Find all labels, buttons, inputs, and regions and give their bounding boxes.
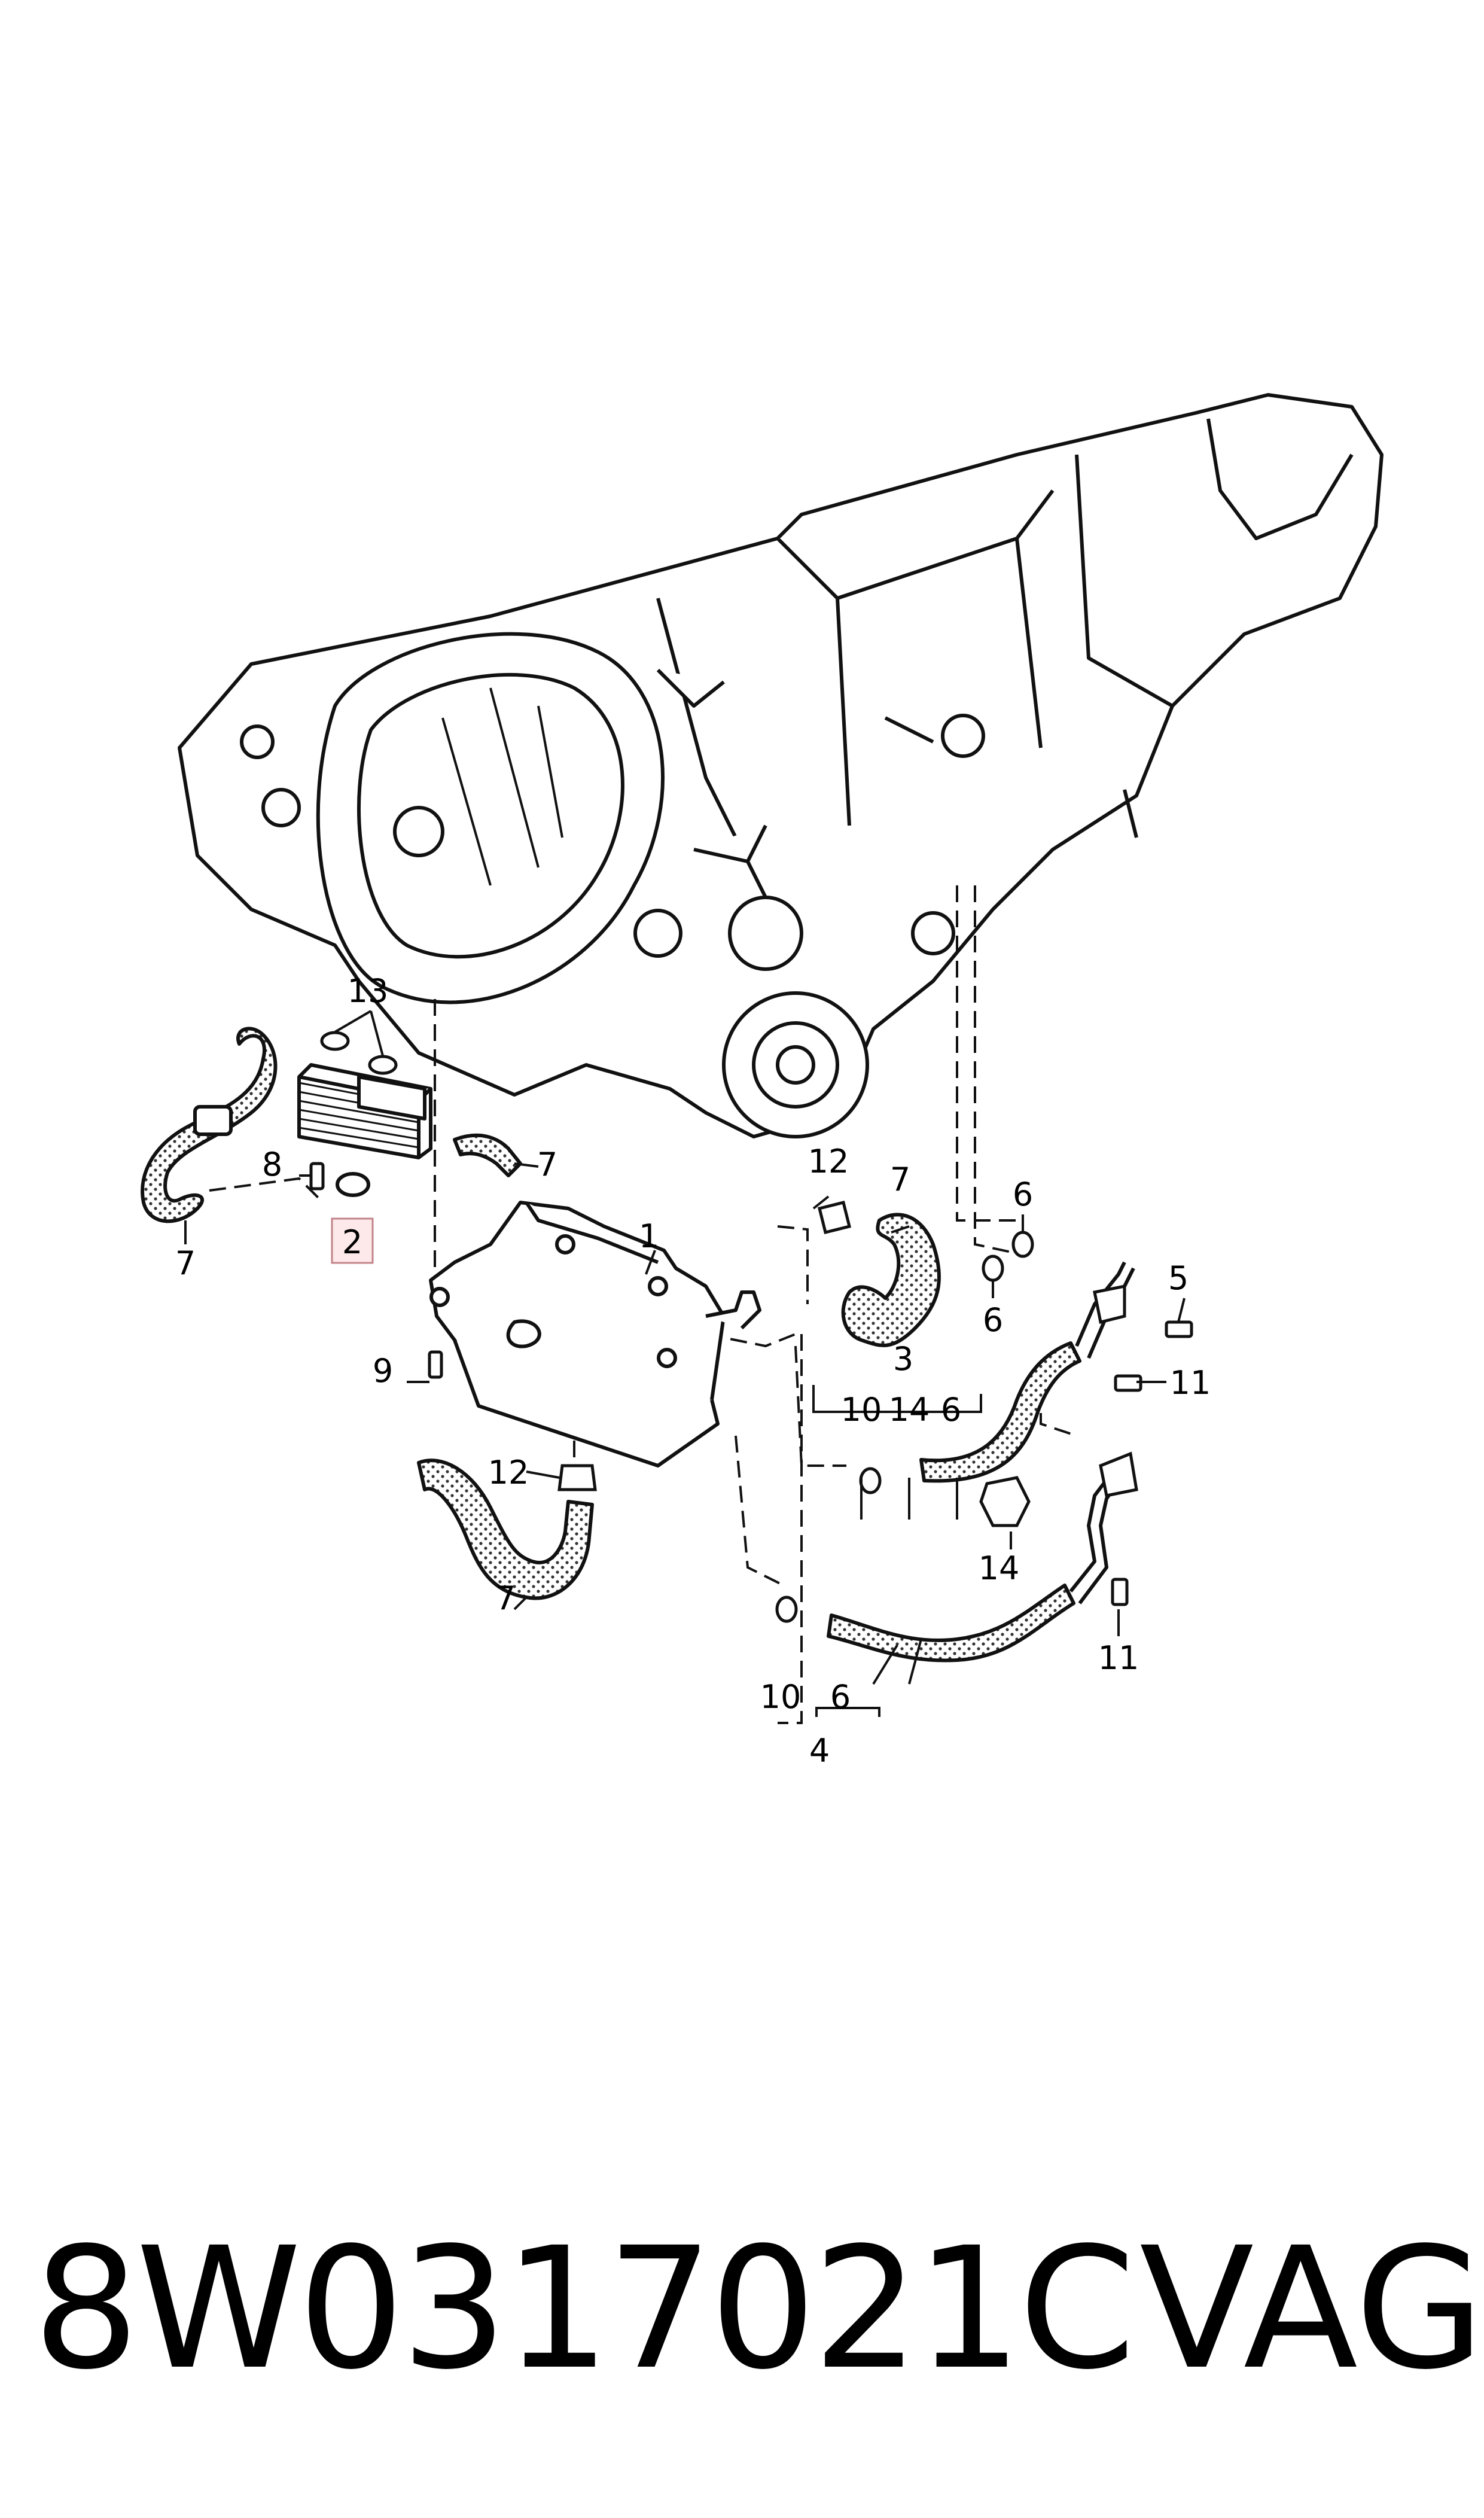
callout-labels: 1 2 3 4 5 6 6 6 6 7 7 7 7 8 9 10 10 11 1… [175,972,1211,1770]
bushing-14 [979,1476,1031,1527]
bolt-8 [309,1162,325,1191]
callout-5: 5 [1168,1259,1189,1297]
hose-7-cooler [453,1133,522,1177]
bolt-5 [1165,1320,1193,1338]
callout-12-bottom: 12 [488,1454,529,1491]
leader-lines-dashed [209,885,1077,1724]
o-ring-6b [982,1255,1004,1282]
hardware [309,1031,1193,1623]
part-number: 8W0317021C [33,2212,1136,2407]
callout-6-hose3: 6 [941,1391,961,1429]
callout-13: 13 [348,972,389,1010]
callout-8: 8 [262,1146,282,1183]
o-ring-13b [368,1055,398,1075]
callout-2: 2 [342,1223,362,1261]
callout-7-cooler: 7 [537,1146,557,1183]
callout-7-left: 7 [175,1244,196,1282]
callout-7-bottom: 7 [495,1579,516,1617]
o-ring-6a [1011,1231,1034,1258]
hose-7-bottom [417,1459,594,1600]
callout-leaders [184,1010,1186,1717]
hose-4 [827,1584,1075,1663]
transmission-illustration [178,393,1384,1138]
callout-2-highlight [331,1217,374,1264]
o-ring-10b [775,1596,798,1623]
callout-1: 1 [639,1217,659,1255]
o-ring-10a [859,1467,882,1494]
callout-6-hose4: 6 [830,1678,851,1716]
callout-6-top: 6 [1013,1176,1033,1213]
hose-7-right [841,1213,941,1347]
callout-11-lower: 11 [1098,1639,1139,1677]
callout-4: 4 [809,1732,830,1770]
bracket-right-b [1099,1451,1138,1497]
callout-9: 9 [373,1352,393,1390]
brand-label: VAG [1139,2212,1484,2407]
callout-3: 3 [893,1340,913,1378]
clamp-12a [817,1200,852,1235]
callout-14-hose3: 14 [889,1391,930,1429]
callout-7-right: 7 [890,1161,910,1198]
bracket-right-a [1093,1284,1126,1325]
callout-6-lower: 6 [983,1301,1003,1339]
oil-cooler-part-2 [297,1063,432,1197]
bolt-11b [1111,1578,1129,1606]
callout-10-hose3: 10 [841,1391,882,1429]
bolt-9 [428,1350,443,1379]
hoses [141,1027,1081,1663]
transmission-cooler-part-1 [429,1201,761,1467]
o-ring-13a [320,1031,350,1051]
callout-10-hose4: 10 [760,1678,802,1716]
callout-14-bushing: 14 [979,1549,1020,1587]
clamp-12b [557,1464,597,1491]
hose-3 [919,1341,1081,1483]
callout-11-upper: 11 [1170,1364,1211,1402]
callout-12-top: 12 [808,1143,849,1180]
